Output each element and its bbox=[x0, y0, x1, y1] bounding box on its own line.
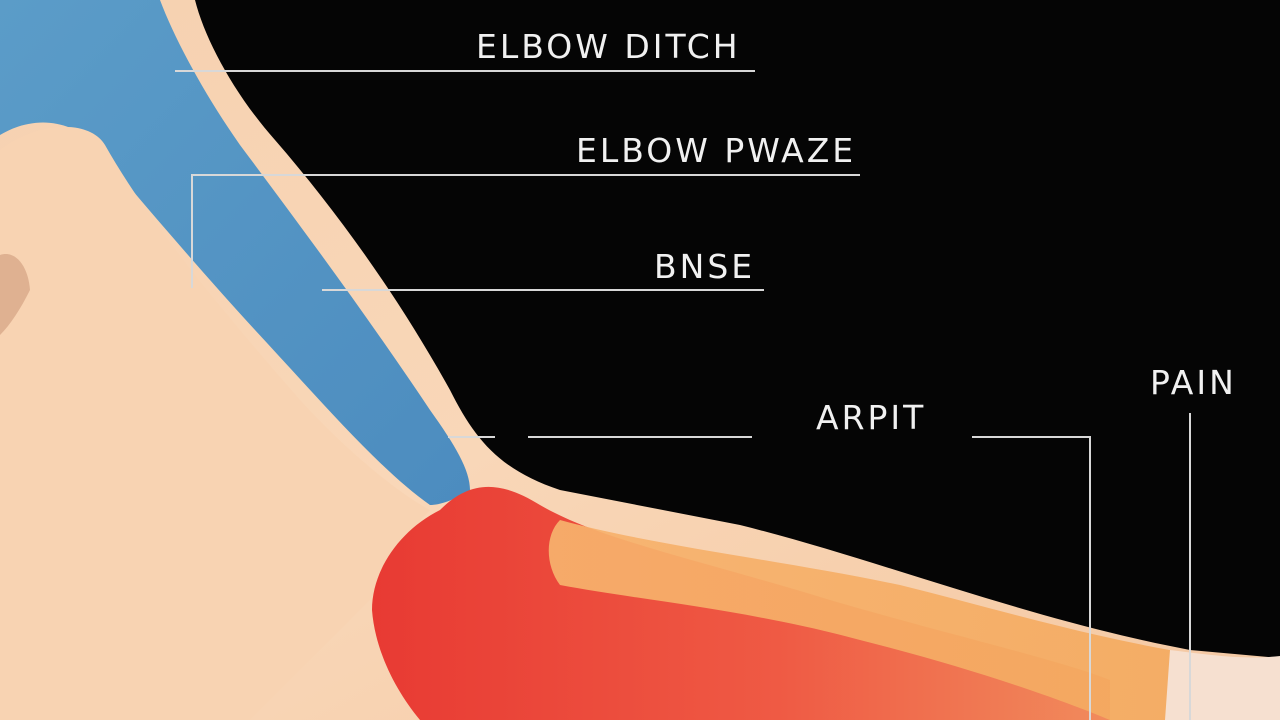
label-elbow-phase: ELBOW PWAZE bbox=[576, 131, 857, 170]
upper-arm-skin bbox=[0, 126, 430, 720]
leader-lines bbox=[175, 70, 1191, 720]
label-base: BNSE bbox=[654, 247, 756, 286]
orange-region bbox=[548, 520, 1200, 720]
label-pain: PAIN bbox=[1150, 363, 1237, 402]
label-elbow-ditch: ELBOW DITCH bbox=[476, 27, 741, 66]
blue-region bbox=[0, 0, 470, 505]
armpit-edge bbox=[0, 254, 30, 335]
leader-line-armpit-right bbox=[972, 436, 1091, 720]
forearm-tip bbox=[1165, 650, 1280, 720]
leader-line-elbow-phase bbox=[191, 174, 860, 288]
label-armpit: ARPIT bbox=[816, 398, 927, 437]
